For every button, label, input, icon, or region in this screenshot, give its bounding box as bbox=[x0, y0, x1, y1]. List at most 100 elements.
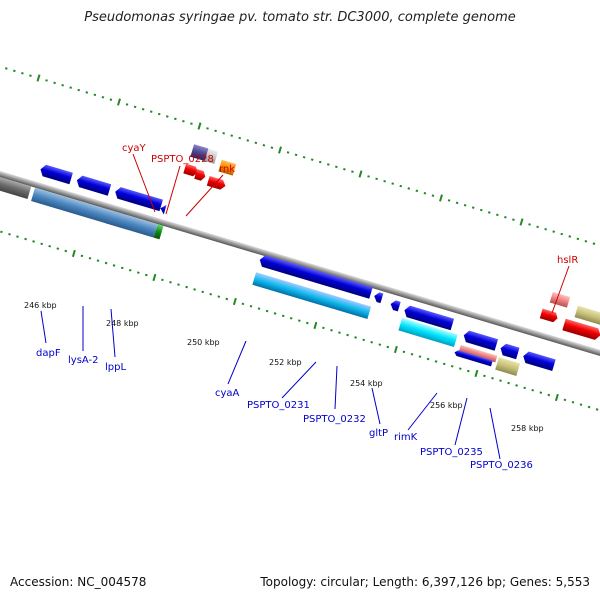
ring-tick bbox=[174, 117, 177, 121]
gene-label-lysA-2[interactable]: lysA-2 bbox=[68, 355, 99, 366]
gene-label-PSPTO_0235[interactable]: PSPTO_0235 bbox=[420, 447, 483, 458]
gene-dapF-arrow[interactable] bbox=[39, 164, 73, 185]
gene-lysA-2-arrow[interactable] bbox=[75, 175, 112, 196]
ring-tick bbox=[362, 338, 366, 342]
gene-label-PSPTO_0236[interactable]: PSPTO_0236 bbox=[470, 460, 533, 471]
ring-tick bbox=[450, 364, 454, 368]
gene-rimK[interactable] bbox=[458, 344, 498, 363]
gene-PSPTO_0235-arrow[interactable] bbox=[454, 349, 493, 367]
ring-tick bbox=[96, 259, 100, 262]
ring-tick bbox=[426, 357, 430, 361]
ring-tick bbox=[185, 285, 188, 289]
gene-lysA-2[interactable] bbox=[31, 187, 112, 224]
ring-tick bbox=[463, 204, 467, 207]
ring-tick bbox=[439, 194, 443, 202]
ring-tick bbox=[104, 261, 108, 265]
ring-tick bbox=[595, 408, 599, 411]
gene-label-rnk[interactable]: rnk bbox=[219, 164, 235, 175]
gene-label-PSPTO_0232[interactable]: PSPTO_0232 bbox=[303, 414, 366, 425]
gene-label-cyaA[interactable]: cyaA bbox=[215, 388, 240, 399]
gene-lppL-arrow[interactable] bbox=[114, 186, 163, 212]
ring-tick bbox=[554, 393, 559, 402]
ring-tick bbox=[128, 268, 132, 272]
gene-PSPTO_0235[interactable] bbox=[495, 357, 521, 376]
gene-label-hslR[interactable]: hslR bbox=[557, 255, 578, 266]
gene-cyaY[interactable] bbox=[190, 144, 209, 161]
ring-tick bbox=[165, 115, 169, 118]
gene-cyaY-neighbor[interactable] bbox=[204, 148, 219, 164]
ring-tick bbox=[370, 340, 374, 344]
gene-cyaA-arrow[interactable] bbox=[258, 254, 373, 299]
ring-tick bbox=[136, 271, 140, 274]
ring-tick bbox=[289, 316, 293, 320]
gene-label-dapF[interactable]: dapF bbox=[36, 348, 61, 359]
ring-tick bbox=[209, 292, 213, 296]
ring-tick bbox=[471, 206, 475, 209]
ring-tick bbox=[246, 139, 250, 142]
gene-gltP[interactable] bbox=[398, 317, 458, 347]
ring-tick bbox=[241, 302, 245, 306]
ring-tick bbox=[592, 242, 596, 245]
gene-PSPTO_0228[interactable] bbox=[218, 159, 237, 176]
gene-label-PSPTO_0228[interactable]: PSPTO_0228 bbox=[151, 154, 214, 165]
gene-rnk-a[interactable] bbox=[183, 163, 199, 178]
ring-tick bbox=[85, 91, 89, 94]
gene-dapF[interactable] bbox=[0, 175, 32, 199]
ring-tick bbox=[32, 240, 35, 243]
ring-tick bbox=[169, 280, 172, 284]
ring-tick bbox=[386, 345, 390, 349]
ring-tick bbox=[182, 119, 185, 123]
gene-PSPTO_0231-arrow[interactable] bbox=[373, 291, 384, 304]
gene-hslR-arrow-b[interactable] bbox=[562, 318, 600, 341]
ring-tick bbox=[313, 321, 318, 330]
ring-tick bbox=[442, 362, 446, 366]
gene-hslR-arrow-a[interactable] bbox=[539, 308, 559, 323]
ring-tick bbox=[109, 98, 113, 101]
gene-rnk-b[interactable] bbox=[194, 169, 206, 181]
ring-tick bbox=[584, 239, 588, 243]
ring-tick bbox=[391, 182, 395, 185]
gene-lppL-end[interactable] bbox=[153, 224, 164, 240]
ring-tick bbox=[447, 199, 451, 202]
genome-backbone bbox=[0, 143, 600, 390]
ring-tick bbox=[13, 69, 16, 73]
gene-gltP-arrow[interactable] bbox=[403, 305, 455, 331]
ring-tick bbox=[278, 146, 282, 154]
gene-PSPTO_0232-arrow[interactable] bbox=[389, 299, 401, 312]
ring-tick bbox=[383, 180, 386, 183]
ring-tick bbox=[418, 355, 422, 358]
ring-tick bbox=[141, 108, 145, 111]
ring-tick bbox=[358, 170, 363, 178]
feature-track bbox=[0, 144, 600, 376]
ring-tick bbox=[528, 223, 531, 226]
gene-label-rimK[interactable]: rimK bbox=[394, 432, 418, 443]
gene-label-gltP[interactable]: gltP bbox=[369, 428, 388, 439]
ring-tick bbox=[29, 74, 32, 77]
ring-tick bbox=[40, 242, 44, 246]
gene-rimK-arrow-b[interactable] bbox=[499, 343, 520, 360]
gene-hslR-neighbor[interactable] bbox=[574, 305, 600, 329]
ring-tick bbox=[563, 398, 567, 402]
ring-tick bbox=[343, 167, 346, 171]
ring-tick bbox=[507, 381, 510, 385]
ring-tick bbox=[152, 273, 157, 282]
gene-cyaA[interactable] bbox=[252, 272, 372, 320]
gene-hslR[interactable] bbox=[549, 291, 571, 308]
ring-tick bbox=[238, 136, 242, 140]
gene-label-PSPTO_0231[interactable]: PSPTO_0231 bbox=[247, 400, 310, 411]
tick-label: 248 kbp bbox=[106, 319, 139, 328]
tick-label: 254 kbp bbox=[350, 379, 383, 388]
ring-tick bbox=[351, 170, 354, 173]
ring-tick bbox=[80, 254, 84, 258]
gene-lppL[interactable] bbox=[105, 209, 158, 238]
gene-rnk[interactable] bbox=[206, 176, 227, 191]
ring-tick bbox=[61, 84, 64, 87]
gene-rimK-arrow-a[interactable] bbox=[462, 330, 499, 351]
gene-label-lppL[interactable]: lppL bbox=[105, 362, 126, 373]
gene-PSPTO_0236-arrow[interactable] bbox=[522, 350, 556, 372]
ring-tick bbox=[499, 379, 502, 382]
gene-lppL-small-arrow[interactable] bbox=[159, 203, 167, 215]
ring-tick bbox=[53, 81, 56, 85]
gene-label-cyaY[interactable]: cyaY bbox=[122, 143, 147, 154]
